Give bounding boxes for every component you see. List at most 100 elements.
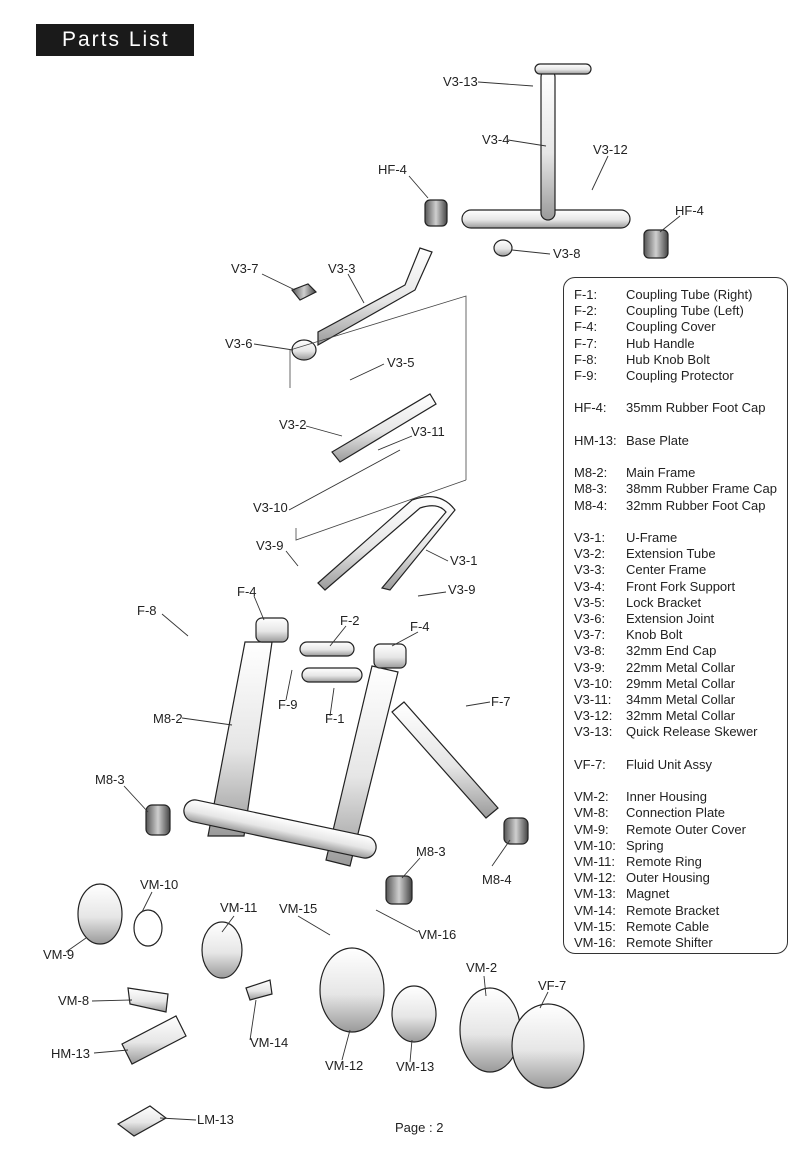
callout-label: V3-4 [482, 132, 509, 147]
legend-group-f: F-1:Coupling Tube (Right) F-2:Coupling T… [574, 287, 787, 384]
part-code: V3-12: [574, 708, 613, 724]
part-code: V3-6: [574, 611, 606, 626]
legend-row: F-7:Hub Handle [574, 336, 787, 352]
callout-label: F-2 [340, 613, 360, 628]
alignment-guides [289, 295, 467, 541]
part-code: VM-11: [574, 854, 615, 870]
rubber-foot-cap-left [424, 199, 448, 227]
coupling-cover-left [255, 617, 289, 643]
center-frame [317, 247, 433, 347]
remote-outer-cover [77, 883, 123, 945]
end-cap [493, 239, 513, 257]
outer-housing [319, 947, 385, 1033]
rubber-foot-cap-right [643, 229, 669, 259]
legend-row: VM-9: Remote Outer Cover [574, 822, 787, 838]
part-name: U-Frame [626, 529, 678, 545]
legend-row: VM-12:Outer Housing [574, 870, 787, 886]
legend-row: V3-4: Front Fork Support [574, 579, 787, 595]
part-name: 38mm Rubber Frame Cap [626, 481, 777, 497]
callout-label: V3-7 [231, 261, 258, 276]
callout-label: V3-13 [443, 74, 478, 89]
part-name: Magnet [626, 886, 670, 902]
part-name: Lock Bracket [626, 594, 702, 610]
part-name: 32mm Rubber Foot Cap [626, 497, 766, 513]
part-code: HM-13: [574, 432, 617, 448]
part-name: Remote Cable [626, 918, 710, 934]
page-number: Page : 2 [395, 1120, 444, 1135]
callout-label: HF-4 [378, 162, 407, 177]
part-name: Remote Outer Cover [626, 821, 746, 837]
part-name: 32mm End Cap [626, 643, 717, 659]
part-code: VM-2: [574, 789, 609, 805]
part-code: V3-1: [574, 529, 606, 545]
legend-spacer [574, 514, 787, 530]
part-code: V3-3: [574, 562, 606, 578]
part-name: Front Fork Support [626, 578, 736, 594]
part-name: Remote Shifter [626, 935, 713, 951]
callout-labels: V3-13 V3-4 V3-12 HF-4 HF-4 V3-8 V3-7 V3-… [43, 74, 704, 1127]
part-code: M8-4: [574, 497, 608, 513]
part-code: VM-9: [574, 821, 609, 837]
callout-label: LM-13 [197, 1112, 234, 1127]
legend-row: M8-4: 32mm Rubber Foot Cap [574, 498, 787, 514]
rubber-frame-cap-right [385, 875, 413, 905]
callout-label: V3-5 [387, 355, 414, 370]
part-code: V3-2: [574, 546, 606, 562]
part-name: 22mm Metal Collar [626, 659, 736, 675]
legend-group-vf: VF-7:Fluid Unit Assy [574, 757, 787, 773]
legend-row: V3-2:Extension Tube [574, 546, 787, 562]
lm-13-plate [116, 1105, 168, 1137]
callout-label: F-9 [278, 697, 298, 712]
spring [133, 909, 163, 947]
legend-row: V3-3:Center Frame [574, 562, 787, 578]
legend-row: V3-11:34mm Metal Collar [574, 692, 787, 708]
part-code: VM-15: [574, 918, 616, 934]
callout-label: VM-16 [418, 927, 456, 942]
connection-plate [127, 987, 169, 1013]
rubber-foot-cap-rear [503, 817, 529, 845]
part-name: Spring [626, 837, 664, 853]
part-name: Hub Knob Bolt [626, 351, 710, 367]
legend-group-vm: VM-2:Inner Housing VM-8:Connection Plate… [574, 789, 787, 951]
legend-row: HM-13:Base Plate [574, 433, 787, 449]
part-code: V3-5: [574, 594, 606, 610]
part-name: Quick Release Skewer [626, 724, 758, 740]
callout-label: VM-13 [396, 1059, 434, 1074]
part-code: V3-4: [574, 578, 606, 594]
callout-label: VM-12 [325, 1058, 363, 1073]
callout-label: F-1 [325, 711, 345, 726]
part-code: M8-2: [574, 465, 608, 481]
part-name: Outer Housing [626, 870, 710, 886]
callout-label: V3-3 [328, 261, 355, 276]
base-plate [121, 1015, 187, 1065]
part-code: VM-10: [574, 837, 616, 853]
legend-row: V3-5: Lock Bracket [574, 595, 787, 611]
remote-bracket [245, 979, 273, 1001]
callout-label: M8-2 [153, 711, 183, 726]
extension-tube [331, 393, 437, 463]
part-name: Coupling Tube (Left) [626, 303, 744, 319]
callout-label: HF-4 [675, 203, 704, 218]
quick-release-skewer [534, 63, 592, 75]
legend-row: V3-6:Extension Joint [574, 611, 787, 627]
legend-row: VM-16:Remote Shifter [574, 935, 787, 951]
callout-label: V3-9 [256, 538, 283, 553]
part-name: 35mm Rubber Foot Cap [626, 400, 766, 416]
callout-label: VM-10 [140, 877, 178, 892]
legend-row: VM-15: Remote Cable [574, 919, 787, 935]
part-code: V3-11: [574, 692, 612, 708]
knob-bolt [291, 283, 318, 301]
callout-label: V3-12 [593, 142, 628, 157]
legend-row: V3-13: Quick Release Skewer [574, 724, 787, 740]
legend-group-hf: HF-4: 35mm Rubber Foot Cap [574, 400, 787, 416]
callout-label: VM-11 [220, 900, 257, 915]
callout-label: M8-3 [95, 772, 125, 787]
part-code: V3-13: [574, 724, 613, 740]
part-name: Remote Bracket [626, 902, 720, 918]
part-code: HF-4: [574, 400, 607, 416]
legend-row: F-2:Coupling Tube (Left) [574, 303, 787, 319]
part-code: F-9: [574, 368, 598, 384]
legend-spacer [574, 417, 787, 433]
parts-legend: F-1:Coupling Tube (Right) F-2:Coupling T… [563, 277, 788, 954]
